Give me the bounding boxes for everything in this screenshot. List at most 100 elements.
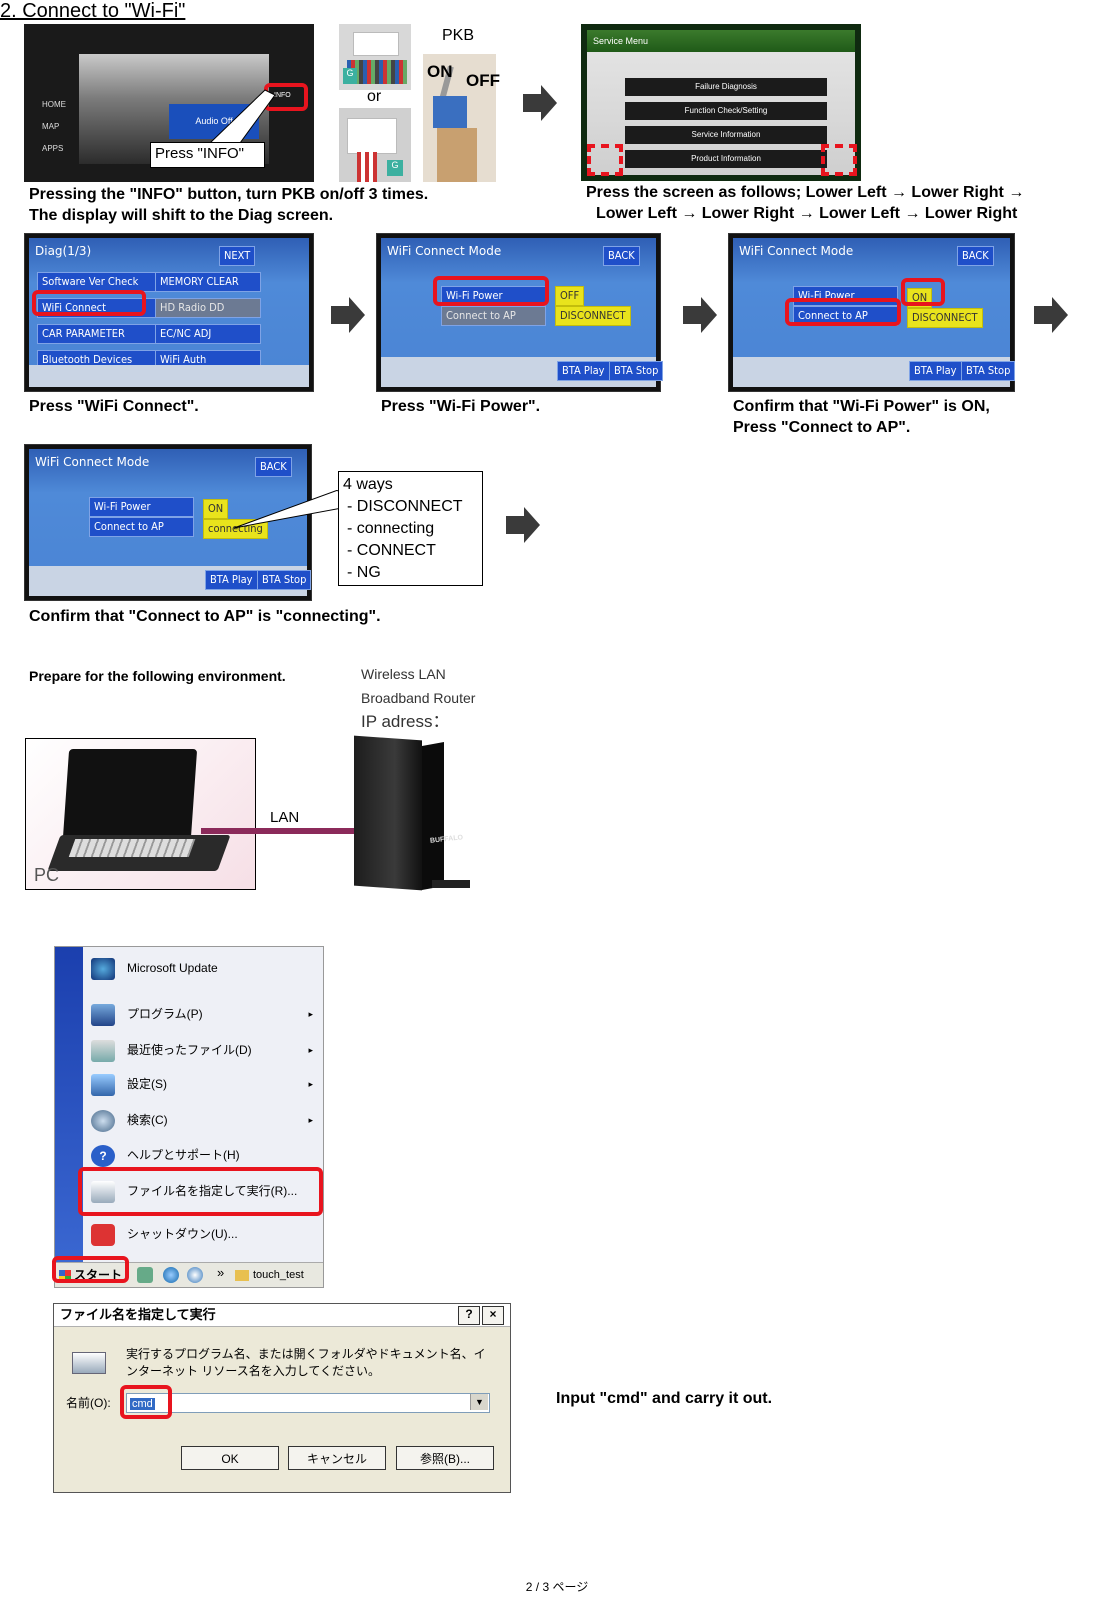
bta-play-button[interactable]: BTA Play xyxy=(557,361,610,381)
run-dialog-caption: Input "cmd" and carry it out. xyxy=(556,1390,773,1407)
windows-xp-sidebar: Windows XP Professional xyxy=(39,1027,56,1223)
info-button[interactable]: INFO xyxy=(274,92,291,99)
state-disconnect: - DISCONNECT xyxy=(347,498,463,515)
callout-pointer xyxy=(208,89,276,144)
connect-to-ap-button[interactable]: Connect to AP xyxy=(89,517,194,537)
home-button[interactable]: HOME xyxy=(42,100,66,109)
quicklaunch-icon[interactable] xyxy=(137,1267,153,1283)
failure-diagnosis-button[interactable]: Failure Diagnosis xyxy=(625,78,827,96)
folder-icon xyxy=(235,1269,249,1281)
dropdown-arrow-icon[interactable]: ▼ xyxy=(470,1394,488,1410)
pkb-on-label: ON xyxy=(427,62,453,81)
ok-button[interactable]: OK xyxy=(181,1446,279,1470)
service-menu-screen: Service Menu Failure Diagnosis Function … xyxy=(581,24,861,181)
next-button[interactable]: NEXT xyxy=(219,246,256,266)
environment-caption: Prepare for the following environment. xyxy=(29,668,286,684)
lower-right-tap-zone[interactable] xyxy=(821,144,857,176)
run-item[interactable]: ファイル名を指定して実行(R)... xyxy=(91,1176,317,1206)
settings-icon xyxy=(91,1073,115,1096)
back-button[interactable]: BACK xyxy=(255,457,292,477)
diag-caption: Press "WiFi Connect". xyxy=(29,398,199,415)
function-check-button[interactable]: Function Check/Setting xyxy=(625,102,827,120)
apps-button[interactable]: APPS xyxy=(42,144,64,153)
connector-photo-2: G xyxy=(339,108,411,182)
recent-files-item[interactable]: 最近使ったファイル(D) ▸ xyxy=(91,1035,317,1065)
wifi-power-caption: Press "Wi-Fi Power". xyxy=(381,398,541,415)
wifi-power-highlight xyxy=(433,276,549,306)
lan-label: LAN xyxy=(270,809,300,826)
wifi-connect-button[interactable]: WiFi Connect xyxy=(37,298,157,318)
start-button-highlight xyxy=(52,1256,129,1283)
map-button[interactable]: MAP xyxy=(42,122,60,131)
connect-to-ap-button[interactable]: Connect to AP xyxy=(441,306,546,326)
power-icon xyxy=(91,1223,115,1246)
or-label: or xyxy=(367,88,382,105)
callout-pointer xyxy=(233,490,343,529)
recent-docs-icon xyxy=(91,1039,115,1062)
cancel-button[interactable]: キャンセル xyxy=(288,1446,386,1470)
wifi-mode-title: WiFi Connect Mode xyxy=(739,244,854,258)
wifi-power-button[interactable]: Wi-Fi Power xyxy=(89,497,194,517)
name-input[interactable]: cmd xyxy=(126,1393,490,1413)
connect-status-disconnect: DISCONNECT xyxy=(555,306,631,326)
search-item[interactable]: 検索(C) ▸ xyxy=(91,1105,317,1135)
states-heading: 4 ways xyxy=(343,476,393,493)
ie-icon[interactable] xyxy=(187,1267,203,1283)
search-icon xyxy=(91,1109,115,1132)
run-icon xyxy=(91,1180,115,1203)
start-button[interactable]: スタート xyxy=(59,1265,127,1285)
state-connect: - CONNECT xyxy=(347,542,436,559)
close-button[interactable]: × xyxy=(482,1306,504,1325)
diag-title: Diag(1/3) xyxy=(35,244,92,258)
microsoft-update-item[interactable]: Microsoft Update xyxy=(91,953,317,983)
ec-nc-adj-button[interactable]: EC/NC ADJ xyxy=(155,324,261,344)
connection-states-callout: 4 ways - DISCONNECT - connecting - CONNE… xyxy=(338,471,483,586)
back-button[interactable]: BACK xyxy=(603,246,640,266)
run-dialog-description: 実行するプログラム名、または開くフォルダやドキュメント名、インターネット リソー… xyxy=(126,1347,486,1378)
help-support-item[interactable]: ?ヘルプとサポート(H) xyxy=(91,1140,317,1170)
car-parameter-button[interactable]: CAR PARAMETER xyxy=(37,324,157,344)
wifi-power-button[interactable]: Wi-Fi Power xyxy=(441,286,546,306)
lower-left-tap-zone[interactable] xyxy=(587,144,623,176)
product-information-button[interactable]: Product Information xyxy=(625,150,827,168)
bta-stop-button[interactable]: BTA Stop xyxy=(609,361,664,381)
diag-screen: Diag(1/3) NEXT Software Ver Check WiFi C… xyxy=(24,233,314,392)
power-status-off: OFF xyxy=(555,286,585,306)
arrow-right-icon xyxy=(683,297,717,333)
update-icon xyxy=(91,957,115,980)
bta-play-button[interactable]: BTA Play xyxy=(909,361,962,381)
hd-radio-dd-button[interactable]: HD Radio DD xyxy=(155,298,261,318)
arrow-right-icon xyxy=(523,85,557,121)
run-dialog-title: ファイル名を指定して実行 xyxy=(54,1304,510,1327)
windows-logo-icon xyxy=(59,1269,71,1282)
wifi-connect-highlight xyxy=(32,290,146,316)
pkb-switch-photo xyxy=(423,54,496,182)
pkb-label: PKB xyxy=(442,27,475,44)
settings-item[interactable]: 設定(S) ▸ xyxy=(91,1069,317,1099)
memory-clear-button[interactable]: MEMORY CLEAR xyxy=(155,272,261,292)
step1-caption: Pressing the "INFO" button, turn PKB on/… xyxy=(29,186,429,224)
taskbar-more-button[interactable]: » xyxy=(217,1265,225,1280)
taskbar-item-touch-test[interactable]: touch_test xyxy=(235,1266,304,1284)
power-status-on: ON xyxy=(203,499,229,519)
browser-icon[interactable] xyxy=(163,1267,179,1283)
service-information-button[interactable]: Service Information xyxy=(625,126,827,144)
run-icon xyxy=(72,1352,106,1374)
software-ver-check-button[interactable]: Software Ver Check xyxy=(37,272,157,292)
state-ng: - NG xyxy=(347,564,381,581)
shutdown-item[interactable]: シャットダウン(U)... xyxy=(91,1219,317,1249)
browse-button[interactable]: 参照(B)... xyxy=(396,1446,494,1470)
pc-label: PC xyxy=(34,865,60,885)
bta-stop-button[interactable]: BTA Stop xyxy=(257,570,312,590)
name-input-value: cmd xyxy=(130,1398,155,1410)
programs-item[interactable]: プログラム(P) ▸ xyxy=(91,999,317,1029)
name-label: 名前(O): xyxy=(66,1396,111,1410)
bta-play-button[interactable]: BTA Play xyxy=(205,570,258,590)
section-title: 2. Connect to "Wi-Fi" xyxy=(0,0,186,22)
arrow-right-icon xyxy=(1034,297,1068,333)
back-button[interactable]: BACK xyxy=(957,246,994,266)
name-input-highlight xyxy=(120,1385,172,1419)
bta-stop-button[interactable]: BTA Stop xyxy=(961,361,1016,381)
power-on-highlight xyxy=(901,278,945,306)
help-button[interactable]: ? xyxy=(458,1306,480,1325)
